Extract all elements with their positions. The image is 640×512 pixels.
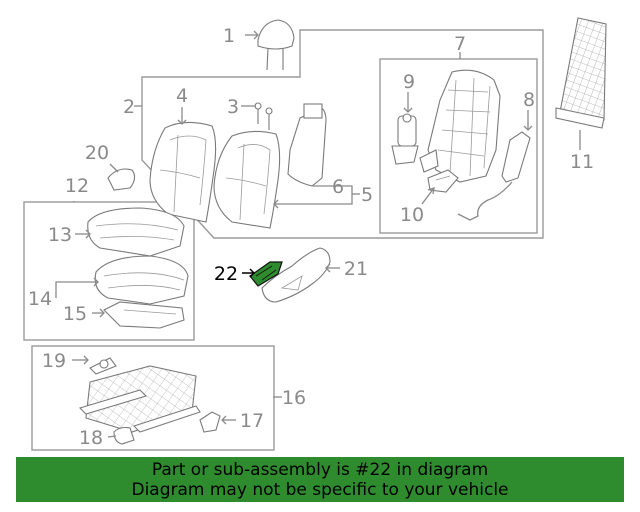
back-panel-part — [287, 107, 327, 187]
side-airbag-part — [457, 131, 531, 221]
cushion-pad-part — [94, 255, 189, 305]
recliner-motor-part — [391, 113, 419, 165]
callout-5: 5 — [361, 184, 373, 206]
seat-track-part — [78, 357, 201, 433]
seat-back-frame-part — [419, 69, 501, 183]
seat-switch-part — [249, 261, 283, 287]
part-notice-banner: Part or sub-assembly is #22 in diagram D… — [16, 457, 624, 502]
callout-11: 11 — [570, 151, 594, 173]
callout-21: 21 — [344, 258, 368, 280]
callout-7: 7 — [454, 33, 466, 55]
connector-part — [199, 411, 221, 433]
seat-back-cover-part — [149, 121, 217, 223]
callout-14: 14 — [28, 288, 52, 310]
callout-18: 18 — [79, 427, 103, 449]
side-shield-part — [261, 247, 331, 303]
cushion-cover-part — [87, 207, 185, 257]
callout-4: 4 — [176, 85, 188, 107]
callout-8: 8 — [523, 89, 535, 111]
cushion-box — [23, 201, 195, 341]
callout-16: 16 — [282, 387, 306, 409]
callout-15: 15 — [63, 303, 87, 325]
track-box — [31, 345, 275, 451]
callout-20: 20 — [85, 142, 109, 164]
frame-box — [379, 58, 538, 234]
callout-9: 9 — [403, 71, 415, 93]
banner-line-1: Part or sub-assembly is #22 in diagram — [151, 459, 489, 480]
callout-22: 22 — [214, 263, 238, 285]
callout-13: 13 — [48, 224, 72, 246]
leader-lines — [55, 30, 581, 438]
seat-back-pad-part — [213, 130, 281, 229]
callout-2: 2 — [123, 96, 135, 118]
callout-19: 19 — [42, 350, 66, 372]
seat-back-mesh-part — [555, 17, 607, 129]
recliner-knob-part — [107, 168, 136, 191]
callout-6: 6 — [332, 176, 344, 198]
callout-12: 12 — [65, 175, 89, 197]
banner-line-2: Diagram may not be specific to your vehi… — [131, 479, 509, 500]
track-motor-part — [113, 426, 135, 445]
headrest-part — [257, 19, 295, 71]
bolt-part — [254, 102, 273, 130]
callout-17: 17 — [240, 410, 264, 432]
bracket-part — [427, 169, 459, 193]
cushion-panel-part — [103, 301, 185, 329]
callout-1: 1 — [223, 25, 235, 47]
callout-3: 3 — [227, 96, 239, 118]
callout-10: 10 — [400, 204, 424, 226]
back-panel-tab — [303, 103, 323, 119]
